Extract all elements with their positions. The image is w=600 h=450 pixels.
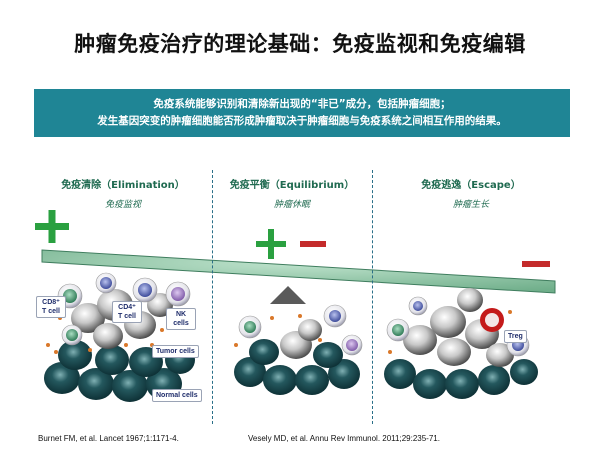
label-nk-cells: NK cells bbox=[166, 308, 196, 330]
minus-icon bbox=[522, 261, 550, 267]
label-tumor-cells: Tumor cells bbox=[152, 345, 199, 358]
phase-subtitle-escape: 肿瘤生长 bbox=[452, 200, 489, 210]
fulcrum-icon bbox=[270, 286, 306, 304]
lymphocytes-equilibrium bbox=[238, 304, 363, 356]
phase-title-equilibrium: 免疫平衡（Equilibrium） bbox=[229, 180, 355, 191]
intro-banner: 免疫系统能够识别和清除新出现的“非已”成分，包括肿瘤细胞； 发生基因突变的肿瘤细… bbox=[34, 89, 570, 137]
plus-icon bbox=[35, 210, 69, 243]
tumor-cells-equilibrium bbox=[280, 319, 322, 359]
label-normal-cells: Normal cells bbox=[152, 389, 202, 402]
slide-title: 肿瘤免疫治疗的理论基础：免疫监视和免疫编辑 bbox=[74, 32, 526, 56]
minus-icon bbox=[300, 241, 326, 247]
plus-icon bbox=[256, 229, 286, 259]
reference-burnet: Burnet FM, et al. Lancet 1967;1:1171-4. bbox=[38, 434, 179, 443]
phase-title-escape: 免疫逃逸（Escape） bbox=[421, 180, 521, 191]
cd4-t-cells bbox=[95, 272, 158, 303]
phase-subtitle-equilibrium: 肿瘤休眠 bbox=[273, 200, 310, 210]
cd8-t-cells bbox=[57, 283, 83, 346]
normal-cells-elimination bbox=[44, 340, 195, 402]
label-cd4-t-cell: CD4⁺ T cell bbox=[112, 301, 142, 323]
phase-subtitle-elimination: 免疫监视 bbox=[104, 200, 141, 210]
phase-title-elimination: 免疫清除（Elimination） bbox=[61, 180, 185, 191]
label-treg: Treg bbox=[504, 330, 527, 343]
cytokine-dots-equilibrium bbox=[234, 314, 322, 347]
seesaw-beam bbox=[41, 249, 556, 294]
treg-cell bbox=[480, 308, 504, 332]
nk-cells bbox=[165, 281, 191, 307]
normal-cells-escape bbox=[384, 359, 538, 399]
intro-line-1: 免疫系统能够识别和清除新出现的“非已”成分，包括肿瘤细胞； bbox=[153, 98, 451, 110]
label-cd8-t-cell: CD8⁺ T cell bbox=[36, 296, 66, 318]
intro-line-2: 发生基因突变的肿瘤细胞能否形成肿瘤取决于肿瘤细胞与免疫系统之间相互作用的结果。 bbox=[97, 115, 507, 127]
phase-divider bbox=[372, 170, 373, 424]
phase-divider bbox=[212, 170, 213, 424]
normal-cells-equilibrium bbox=[234, 339, 360, 395]
reference-vesely: Vesely MD, et al. Annu Rev Immunol. 2011… bbox=[248, 434, 440, 443]
cytokine-dots-escape bbox=[388, 310, 512, 354]
